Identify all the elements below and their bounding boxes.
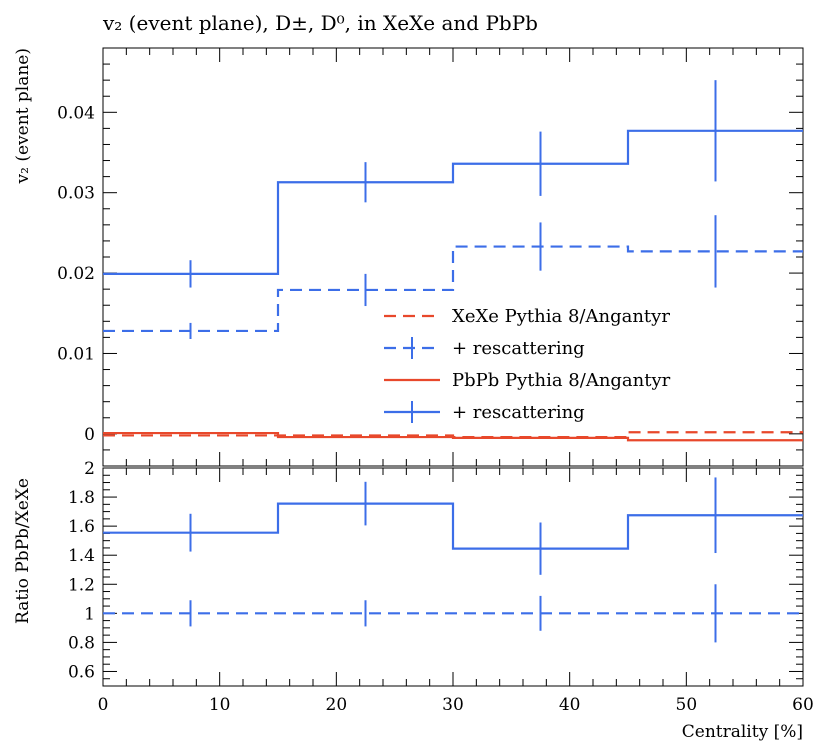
main-y-tick-label: 0.04 bbox=[57, 103, 95, 123]
chart-title: v₂ (event plane), D±, D⁰, in XeXe and Pb… bbox=[102, 11, 538, 35]
x-tick-label: 30 bbox=[442, 695, 464, 715]
ratio-y-tick-label: 1.6 bbox=[68, 517, 95, 537]
main-y-tick-label: 0.03 bbox=[57, 184, 95, 204]
legend-entry-label: + rescattering bbox=[452, 402, 585, 423]
ratio-y-tick-label: 0.8 bbox=[68, 633, 95, 653]
legend-entry-label: PbPb Pythia 8/Angantyr bbox=[452, 370, 671, 391]
legend: XeXe Pythia 8/Angantyr+ rescatteringPbPb… bbox=[384, 306, 671, 423]
legend-entry-label: + rescattering bbox=[452, 338, 585, 359]
ratio-y-tick-label: 1.2 bbox=[68, 575, 95, 595]
ratio-y-tick-label: 1.4 bbox=[68, 546, 95, 566]
main-y-axis-label: v₂ (event plane) bbox=[13, 48, 33, 184]
legend-entry-label: XeXe Pythia 8/Angantyr bbox=[452, 306, 670, 327]
series-xexe-rescattering-line bbox=[103, 245, 803, 333]
main-y-tick-label: 0 bbox=[84, 425, 95, 445]
x-tick-label: 0 bbox=[98, 695, 109, 715]
x-axis-ticks: 0 10 20 30 40 50 60 bbox=[98, 48, 814, 715]
main-panel: 0 0.01 0.02 0.03 0.04 bbox=[57, 47, 804, 467]
ratio-y-tick-label: 2 bbox=[84, 459, 95, 479]
main-series-group bbox=[103, 80, 803, 442]
x-axis-label: Centrality [%] bbox=[682, 722, 803, 742]
series-ratio-pbpb-rescattering-line bbox=[103, 502, 803, 550]
ratio-y-tick-label: 1.8 bbox=[68, 488, 95, 508]
ratio-y-axis-label: Ratio PbPb/XeXe bbox=[13, 478, 33, 624]
main-y-ticks: 0 0.01 0.02 0.03 0.04 bbox=[57, 47, 803, 467]
x-tick-label: 50 bbox=[676, 695, 698, 715]
ratio-series-group bbox=[103, 477, 803, 643]
x-tick-label: 10 bbox=[209, 695, 231, 715]
ratio-panel: 0.6 0.8 1 1.2 1.4 1.6 1.8 2 bbox=[68, 459, 804, 687]
x-tick-label: 60 bbox=[792, 695, 814, 715]
ratio-y-ticks: 0.6 0.8 1 1.2 1.4 1.6 1.8 2 bbox=[68, 459, 803, 682]
main-y-tick-label: 0.01 bbox=[57, 344, 95, 364]
series-pbpb-rescattering-line bbox=[103, 129, 803, 275]
ratio-y-tick-label: 0.6 bbox=[68, 662, 95, 682]
ratio-panel-frame bbox=[102, 467, 804, 687]
series-pbpb-pythia-line bbox=[103, 431, 803, 442]
ratio-y-tick-label: 1 bbox=[84, 604, 95, 624]
main-y-tick-label: 0.02 bbox=[57, 264, 95, 284]
x-tick-label: 20 bbox=[326, 695, 348, 715]
x-tick-label: 40 bbox=[559, 695, 581, 715]
